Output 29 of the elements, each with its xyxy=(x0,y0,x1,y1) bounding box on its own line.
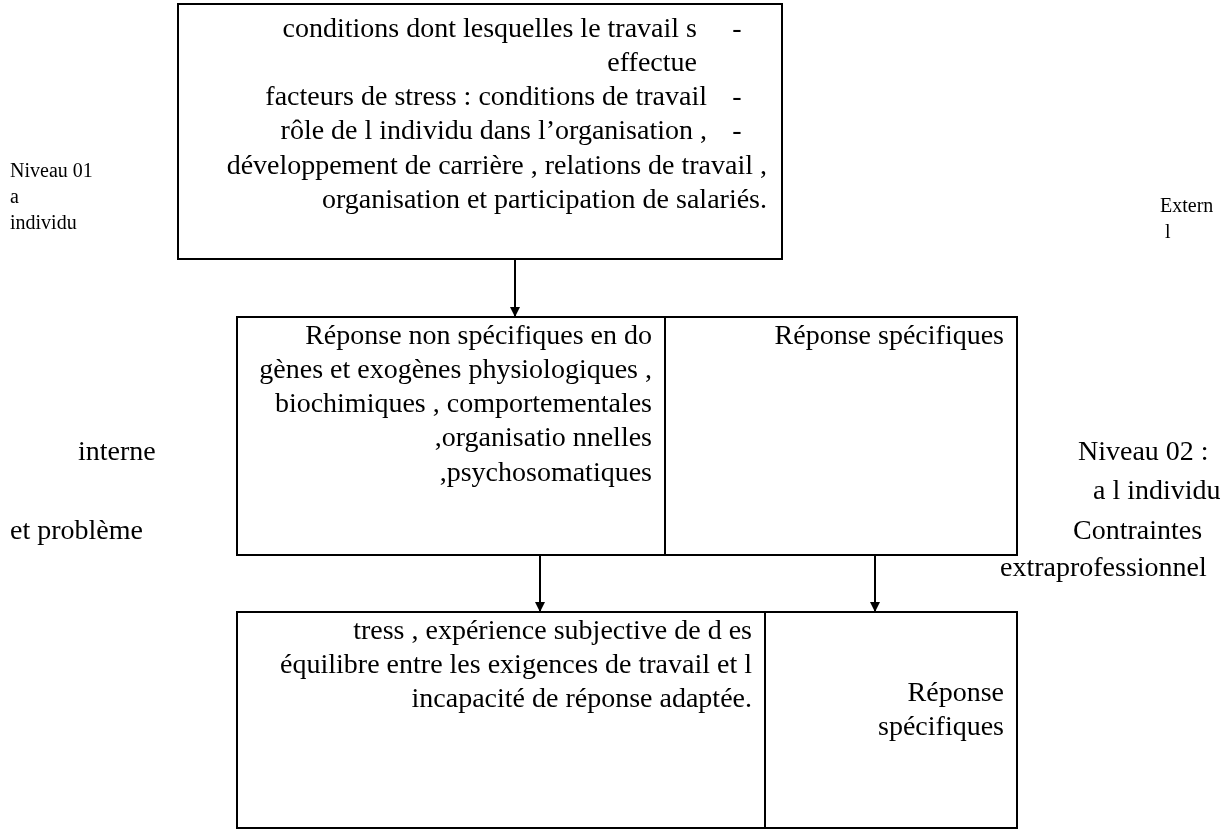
text-box xyxy=(764,611,1018,829)
text-line: développement de carrière , relations de travail , organisation et participation de salariés. xyxy=(225,147,767,216)
side-label: a xyxy=(10,184,19,208)
text-box xyxy=(236,316,666,556)
box-text: Réponse spécifiques xyxy=(877,675,1004,744)
side-label: Contraintes xyxy=(1073,513,1203,547)
side-label: Niveau 02 : xyxy=(1078,434,1209,468)
side-label: a l individu xyxy=(1093,473,1221,507)
side-label: extraprofessionnel xyxy=(1000,550,1207,584)
text-line: rôle de l individu dans l’organisation , xyxy=(279,113,707,148)
side-label: Extern xyxy=(1160,193,1214,217)
side-label: individu xyxy=(10,210,77,234)
box-text: tress , expérience subjective de d es équilibre entre les exigences de travail et l incapacité de réponse adaptée. xyxy=(279,613,752,716)
text-box xyxy=(177,3,783,260)
side-label: Niveau 01 xyxy=(10,158,93,182)
box-text: Réponse spécifiques xyxy=(773,318,1004,352)
dash-mark: - xyxy=(731,11,743,45)
side-label: et problème xyxy=(10,513,143,547)
side-label: l xyxy=(1165,219,1171,243)
arrow xyxy=(535,555,545,612)
side-label: interne xyxy=(78,434,156,468)
arrow xyxy=(870,555,880,612)
dash-mark: - xyxy=(731,79,743,114)
text-line: facteurs de stress : conditions de travail xyxy=(264,79,707,114)
arrow xyxy=(510,259,520,317)
text-box xyxy=(664,316,1018,556)
text-box xyxy=(236,611,766,829)
dash-mark: - xyxy=(731,113,743,148)
box-text: Réponse non spécifiques en do gènes et exogènes physiologiques , biochimiques , comportementales ,organisatio nnelles ,psychosomatiques xyxy=(258,318,652,489)
